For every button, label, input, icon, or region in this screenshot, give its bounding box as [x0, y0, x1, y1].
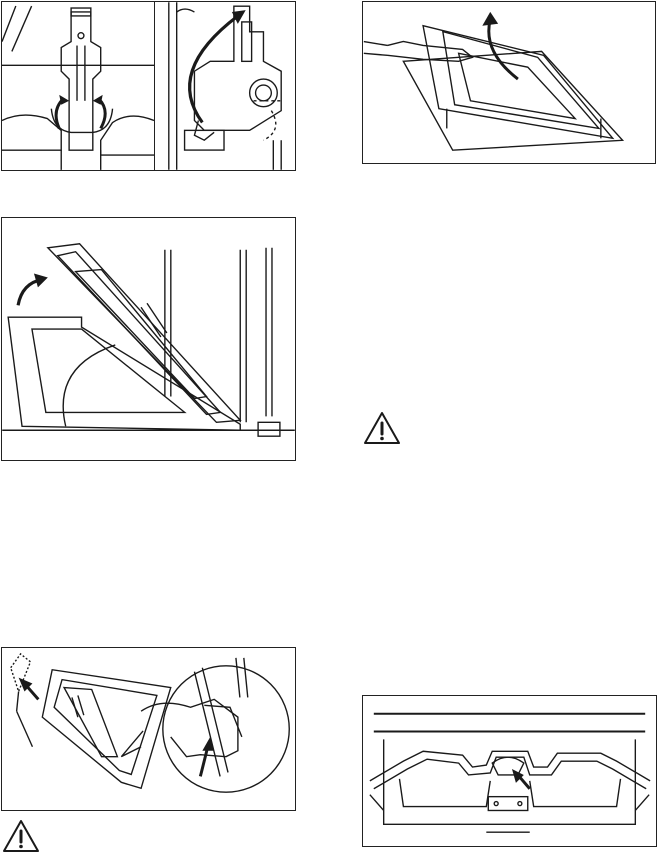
- door-open-angle-figure: [1, 217, 296, 461]
- hinge-rotate-figure: [154, 1, 296, 171]
- door-removal-illustration: [2, 648, 295, 810]
- warning-icon-left: [1, 818, 41, 854]
- warning-icon-right: [362, 410, 402, 446]
- warning-triangle-icon: [362, 410, 402, 446]
- warning-triangle-icon: [1, 818, 41, 854]
- hinge-levers-figure: [1, 1, 155, 171]
- hinge-lever-illustration: [2, 2, 154, 170]
- door-remove-figure: [1, 647, 296, 811]
- door-tilt-illustration: [2, 218, 295, 460]
- heating-element-illustration: [363, 696, 656, 846]
- hinge-rotate-illustration: [155, 2, 295, 170]
- heater-element-figure: [362, 695, 657, 847]
- glass-panel-lift-illustration: [363, 2, 655, 163]
- glass-lift-figure: [362, 1, 656, 164]
